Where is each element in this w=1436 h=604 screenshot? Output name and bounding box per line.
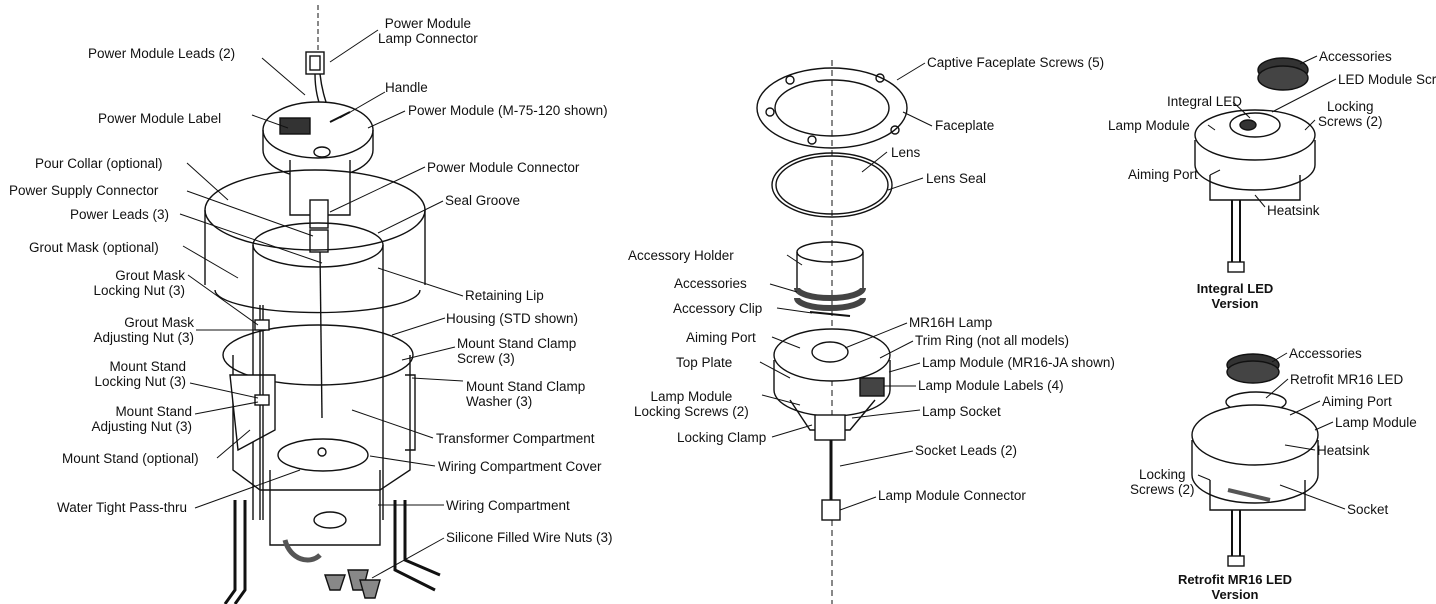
label-lamp-module-locking-screws: Lamp Module Locking Screws (2) [634,389,749,419]
label-power-module: Power Module (M-75-120 shown) [408,103,608,118]
label-lamp-module: Lamp Module (MR16-JA shown) [922,355,1115,370]
integral-leaders [1207,55,1337,208]
label-led-module-screws: LED Module Screws [1338,72,1436,87]
label-socket-leads: Socket Leads (2) [915,443,1018,458]
housing-leaders [179,29,464,579]
label-mount-stand-locking-nut: Mount Stand Locking Nut (3) [94,359,186,389]
lamp-leaders [759,62,933,511]
label-retaining-lip: Retaining Lip [465,288,544,303]
label-accessory-clip: Accessory Clip [673,301,763,316]
label-grout-mask-locking-nut: Grout Mask Locking Nut (3) [93,268,185,298]
label-power-module-leads: Power Module Leads (2) [88,46,236,61]
label-transformer-compartment: Transformer Compartment [436,431,595,446]
label-handle: Handle [385,80,428,95]
retrofit-leaders [1197,352,1346,510]
label-lamp-module-connector: Lamp Module Connector [878,488,1026,503]
label-grout-mask-adjusting-nut: Grout Mask Adjusting Nut (3) [93,315,194,345]
label-lens-seal: Lens Seal [926,171,987,186]
label-wiring-compartment: Wiring Compartment [446,498,570,513]
label-integral-aiming-port: Aiming Port [1128,167,1198,182]
label-locking-clamp: Locking Clamp [677,430,767,445]
label-power-supply-connector: Power Supply Connector [9,183,159,198]
label-seal-groove: Seal Groove [445,193,521,208]
integral-led-drawing [1194,57,1316,273]
label-power-leads: Power Leads (3) [70,207,170,222]
label-top-plate: Top Plate [676,355,733,370]
label-retrofit-accessories: Accessories [1289,346,1362,361]
label-integral-lamp-module: Lamp Module [1108,118,1190,133]
label-grout-mask: Grout Mask (optional) [29,240,159,255]
label-aiming-port: Aiming Port [686,330,756,345]
label-retrofit-aiming-port: Aiming Port [1322,394,1392,409]
label-wire-nuts: Silicone Filled Wire Nuts (3) [446,530,613,545]
label-mount-stand-adjusting-nut: Mount Stand Adjusting Nut (3) [91,404,192,434]
label-mount-stand: Mount Stand (optional) [62,451,199,466]
label-retrofit-lamp-module: Lamp Module [1335,415,1417,430]
caption-integral-led-version: Integral LED Version [1196,281,1274,311]
label-integral-locking-screws: Locking Screws (2) [1318,99,1383,129]
label-faceplate: Faceplate [935,118,995,133]
label-retrofit-locking-screws: Locking Screws (2) [1130,467,1195,497]
label-lamp-module-labels: Lamp Module Labels (4) [918,378,1064,393]
label-accessory-holder: Accessory Holder [628,248,734,263]
label-retrofit-socket: Socket [1347,502,1389,517]
label-integral-heatsink: Heatsink [1267,203,1320,218]
housing-assembly [204,5,441,604]
label-housing: Housing (STD shown) [446,311,579,326]
label-lens: Lens [891,145,921,160]
label-power-module-connector: Power Module Connector [427,160,580,175]
label-captive-faceplate-screws: Captive Faceplate Screws (5) [927,55,1105,70]
label-mount-stand-clamp-screw: Mount Stand Clamp Screw (3) [457,336,577,366]
label-retrofit-heatsink: Heatsink [1317,443,1370,458]
label-integral-led: Integral LED [1167,94,1243,109]
caption-retrofit-mr16-led-version: Retrofit MR16 LED Version [1177,572,1293,602]
label-pour-collar: Pour Collar (optional) [35,156,163,171]
label-mr16h-lamp: MR16H Lamp [909,315,993,330]
label-lamp-socket: Lamp Socket [922,404,1001,419]
label-wiring-compartment-cover: Wiring Compartment Cover [438,459,602,474]
label-accessories: Accessories [674,276,747,291]
retrofit-led-drawing [1191,353,1319,567]
label-power-module-lamp-connector: Power Module Lamp Connector [378,16,478,46]
label-water-tight-pass-thru: Water Tight Pass-thru [57,500,188,515]
label-trim-ring: Trim Ring (not all models) [915,333,1070,348]
label-power-module-label: Power Module Label [98,111,222,126]
label-mount-stand-clamp-washer: Mount Stand Clamp Washer (3) [466,379,586,409]
label-retrofit-mr16-led: Retrofit MR16 LED [1290,372,1404,387]
label-integral-accessories: Accessories [1319,49,1392,64]
